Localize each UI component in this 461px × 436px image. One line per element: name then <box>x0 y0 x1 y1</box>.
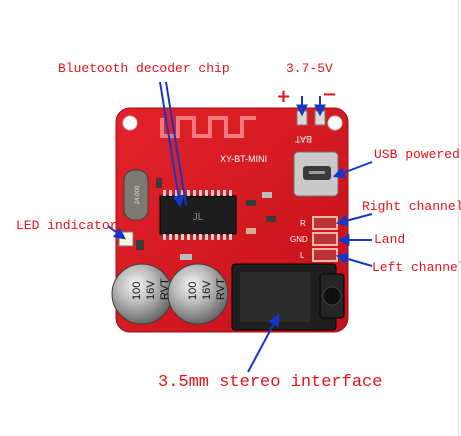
chip-pin <box>223 234 226 240</box>
chip-pin <box>229 234 232 240</box>
antenna-trace <box>162 118 256 136</box>
label-usb-powered: USB powered <box>374 148 460 161</box>
chip-pin <box>217 234 220 240</box>
label-land: Land <box>374 233 405 246</box>
chip-marking: JL <box>193 212 204 223</box>
chip-pin <box>205 234 208 240</box>
led-indicator <box>119 232 133 246</box>
chip-pin <box>199 190 202 196</box>
chip-pin <box>211 234 214 240</box>
label-minus: − <box>322 86 337 104</box>
chip-pin <box>223 190 226 196</box>
pad-label-l: L <box>300 251 305 260</box>
chip-pin <box>217 190 220 196</box>
mount-hole-icon <box>328 116 342 130</box>
label-bluetooth-chip: Bluetooth decoder chip <box>58 62 230 75</box>
label-voltage: 3.7-5V <box>286 62 333 75</box>
chip-pin <box>169 234 172 240</box>
label-led-indicator: LED indicator <box>16 219 117 232</box>
label-left-channel: Left channel <box>372 261 461 274</box>
chip-pin <box>163 234 166 240</box>
cap-left-line2: 16V <box>145 280 157 300</box>
cap-left-line1: 100 <box>131 282 143 300</box>
chip-pin <box>193 190 196 196</box>
audio-jack <box>232 264 344 330</box>
chip-pin <box>229 190 232 196</box>
crystal-marking: 24.000 <box>135 185 141 204</box>
chip-pin <box>205 190 208 196</box>
chip-pin <box>193 234 196 240</box>
chip-pin <box>199 234 202 240</box>
cap-right-line1: 100 <box>187 282 199 300</box>
mount-hole-icon <box>123 116 137 130</box>
chip-pin <box>181 234 184 240</box>
crystal-oscillator: 24.000 <box>124 170 148 220</box>
chip-pin <box>187 190 190 196</box>
bat-silkscreen: BAT <box>295 134 312 144</box>
pad-label-gnd: GND <box>290 235 308 244</box>
chip-pin <box>169 190 172 196</box>
capacitor-right: 100 16V RVT <box>168 264 228 324</box>
micro-usb-port <box>294 152 338 196</box>
label-jack-interface: 3.5mm stereo interface <box>158 374 382 391</box>
cap-right-line2: 16V <box>201 280 213 300</box>
pad-label-r: R <box>300 219 306 228</box>
chip-pin <box>187 234 190 240</box>
label-plus: + <box>276 88 291 106</box>
decoder-chip: JL <box>160 190 236 240</box>
cap-right-line3: RVT <box>215 278 227 300</box>
model-silkscreen: XY-BT-MINI <box>220 154 267 164</box>
chip-pin <box>163 190 166 196</box>
chip-pin <box>211 190 214 196</box>
capacitor-left: 100 16V RVT <box>112 264 172 324</box>
label-right-channel: Right channel <box>362 200 461 213</box>
chip-pin <box>175 234 178 240</box>
